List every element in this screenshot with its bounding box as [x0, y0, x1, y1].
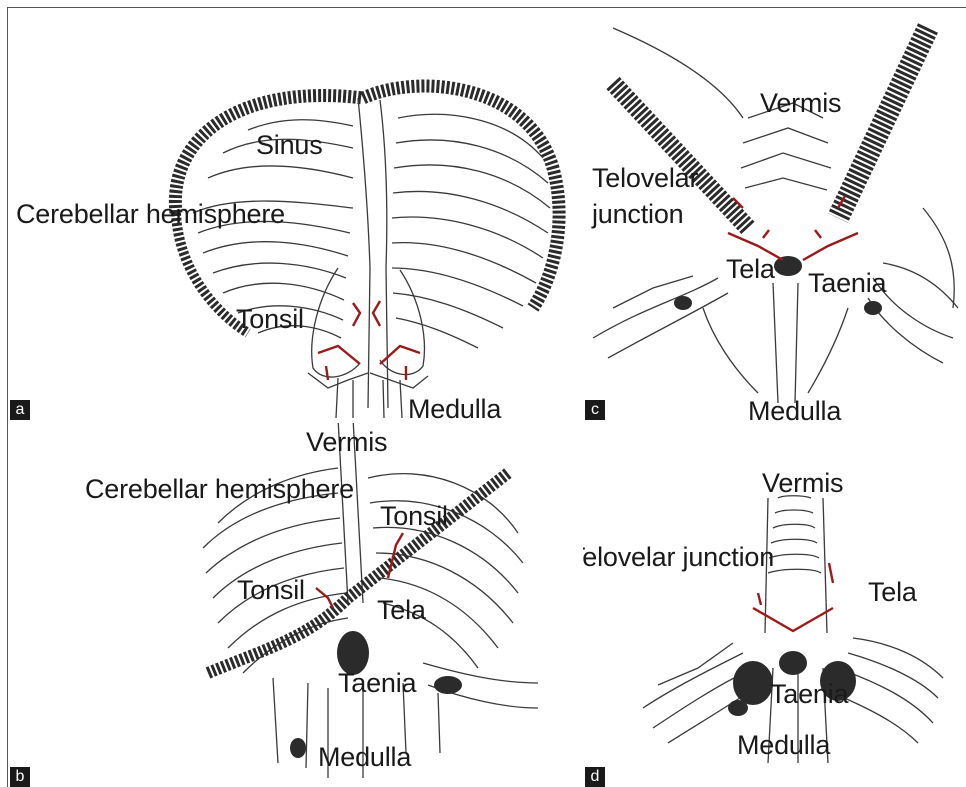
panel-tag-b: b — [10, 767, 30, 787]
label-taenia: Taenia — [808, 270, 886, 297]
label-medulla: Medulla — [408, 396, 501, 423]
label-medulla: Medulla — [748, 398, 841, 423]
label-vermis: Vermis — [760, 90, 841, 117]
panel-tag-a: a — [10, 400, 30, 420]
label-cerebellar-hemisphere: Cerebellar hemisphere — [85, 476, 354, 503]
label-tonsil-right: Tonsil — [380, 503, 448, 530]
label-medulla: Medulla — [737, 732, 830, 759]
label-tela: Tela — [726, 256, 775, 283]
label-vermis: Vermis — [306, 429, 387, 456]
label-tonsil-left: Tonsil — [237, 577, 305, 604]
label-sinus: Sinus — [256, 132, 323, 159]
panel-c: Vermis Telovelar junction Tela Taenia Me… — [583, 8, 966, 423]
label-cerebellar-hemisphere: Cerebellar hemisphere — [16, 201, 285, 228]
label-taenia: Taenia — [338, 670, 416, 697]
label-medulla: Medulla — [318, 744, 411, 771]
panel-tag-c: c — [585, 400, 605, 420]
label-tela: Tela — [868, 579, 917, 606]
label-telovelar-junction: Telovelar junction — [583, 544, 774, 571]
panel-tag-d: d — [585, 767, 605, 787]
label-telovelar-line2: junction — [592, 201, 683, 228]
panel-d: Vermis Telovelar junction Tela Taenia Me… — [583, 423, 966, 787]
label-tela: Tela — [377, 597, 426, 624]
panel-a: Sinus Cerebellar hemisphere Tonsil Medul… — [8, 8, 583, 423]
panel-b: Vermis Cerebellar hemisphere Tonsil Tons… — [8, 423, 583, 787]
label-taenia: Taenia — [770, 681, 848, 708]
label-telovelar-line1: Telovelar — [592, 165, 698, 192]
label-tonsil: Tonsil — [236, 306, 304, 333]
label-vermis: Vermis — [762, 470, 843, 497]
